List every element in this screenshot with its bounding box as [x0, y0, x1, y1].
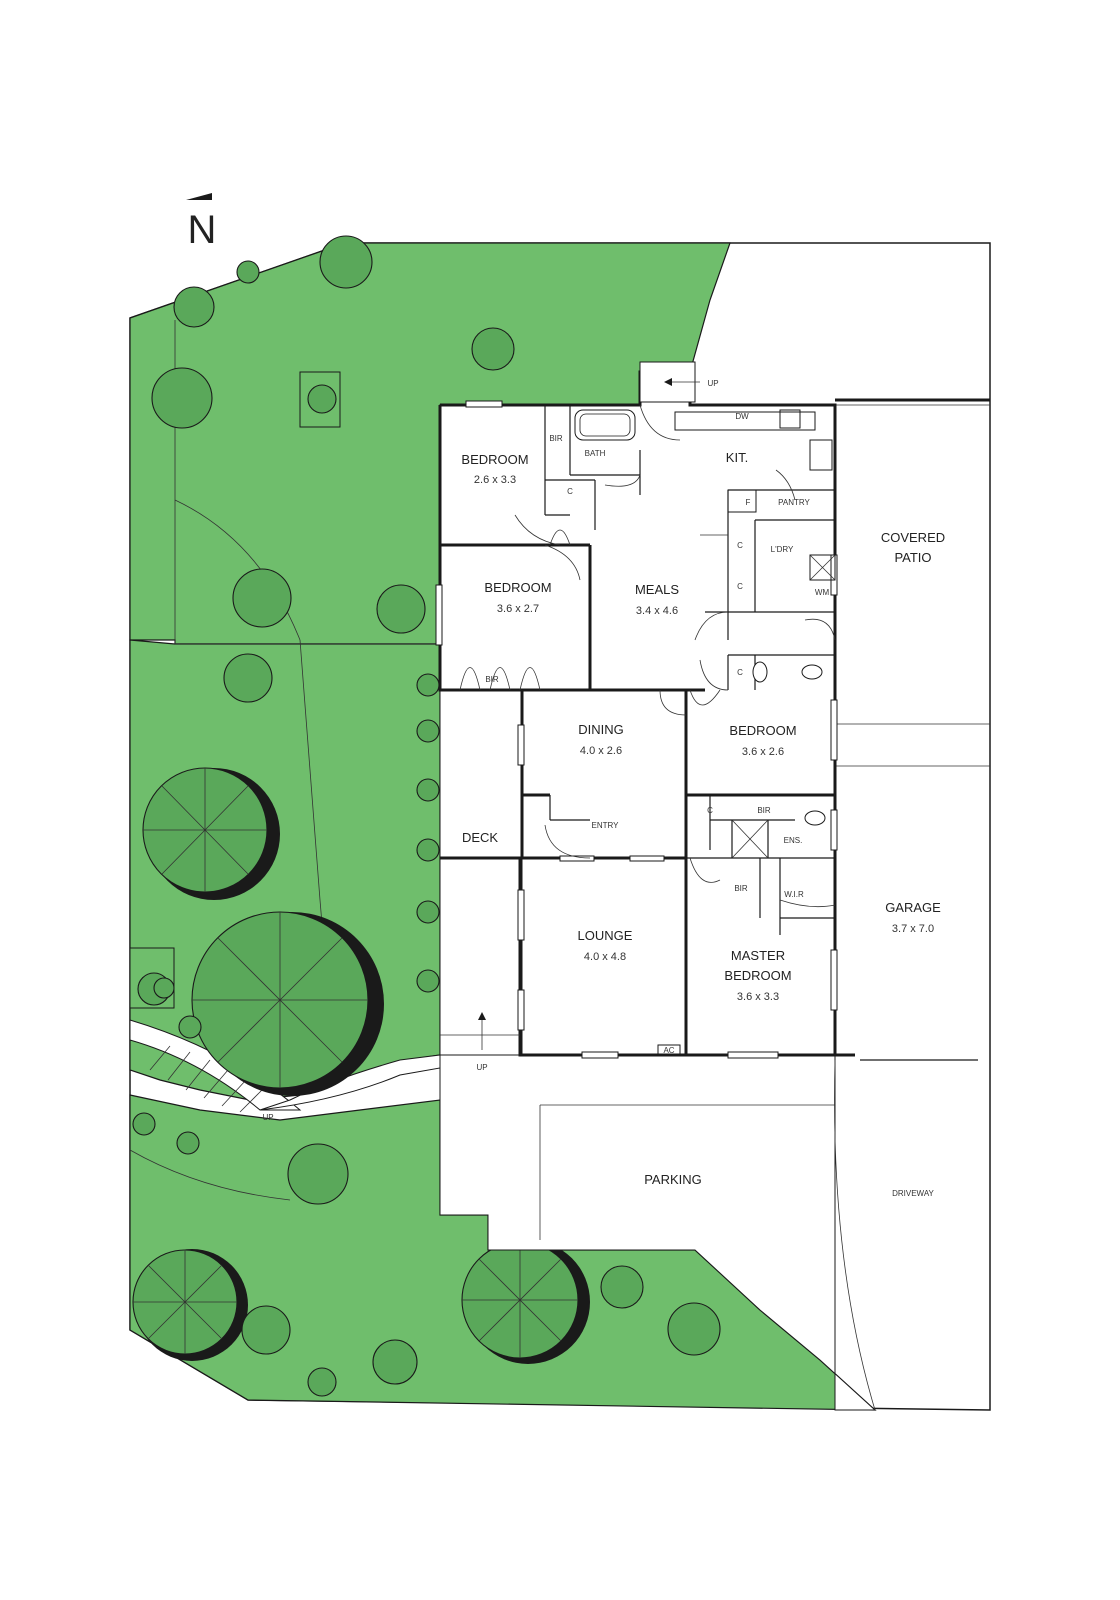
bir-label: BIR — [549, 434, 563, 443]
fence-line — [174, 320, 440, 645]
parking-label: PARKING — [644, 1172, 702, 1187]
garage-dim: 3.7 x 7.0 — [892, 923, 934, 935]
hedge-icon — [416, 673, 440, 697]
deck-label: DECK — [462, 830, 498, 845]
garden-path-3 — [129, 1149, 291, 1201]
trees — [132, 235, 721, 1397]
bush-icon — [176, 1131, 200, 1155]
large-tree-icon — [191, 911, 384, 1096]
large-tree-icon — [132, 1249, 248, 1361]
master-label-2: BEDROOM — [724, 968, 791, 983]
driveway-label: DRIVEWAY — [892, 1189, 934, 1198]
closet-label-4: C — [737, 668, 743, 677]
master-dim: 3.6 x 3.3 — [737, 991, 779, 1003]
bush-icon — [471, 327, 515, 371]
bush-icon — [307, 1367, 337, 1397]
ac-label: AC — [663, 1046, 674, 1055]
bedroom-e-dim: 3.6 x 2.6 — [742, 746, 784, 758]
north-arrow: N — [186, 193, 216, 252]
hedge-icon — [416, 900, 440, 924]
large-tree-icon — [461, 1240, 590, 1364]
bedroom-w-label: BEDROOM — [484, 580, 551, 595]
bush-icon — [236, 260, 260, 284]
bath-label: BATH — [585, 449, 606, 458]
pantry-label: PANTRY — [778, 498, 810, 507]
bush-icon — [287, 1143, 349, 1205]
meals-dim: 3.4 x 4.6 — [636, 605, 678, 617]
hedge-icon — [416, 778, 440, 802]
driveway-edge — [834, 1059, 876, 1411]
bush-icon — [241, 1305, 291, 1355]
dishwasher-label: DW — [735, 412, 749, 421]
closet-label: C — [567, 487, 573, 496]
hedge-icon — [416, 969, 440, 993]
bedroom-w-dim: 3.6 x 2.7 — [497, 603, 539, 615]
bush-icon — [151, 367, 213, 429]
deck-area — [439, 689, 523, 1056]
dining-label: DINING — [578, 722, 624, 737]
bedroom-nw-label: BEDROOM — [461, 452, 528, 467]
bush-icon — [223, 653, 273, 703]
bush-icon — [232, 568, 292, 628]
large-tree-icon — [142, 767, 280, 900]
meals-label: MEALS — [635, 582, 679, 597]
wir-label: W.I.R — [784, 890, 804, 899]
bush-icon — [132, 1112, 156, 1136]
bush-icon — [667, 1302, 721, 1356]
house — [435, 361, 990, 1061]
hedge-icon — [416, 838, 440, 862]
patio-label-1: COVERED — [881, 530, 945, 545]
lounge-dim: 4.0 x 4.8 — [584, 951, 626, 963]
up-label-1: UP — [707, 379, 718, 388]
bir-label-4: BIR — [734, 884, 748, 893]
bir-label-3: BIR — [757, 806, 771, 815]
bush-icon — [319, 235, 373, 289]
closet-label-5: C — [707, 806, 713, 815]
entry-label: ENTRY — [592, 821, 620, 830]
bush-icon — [173, 286, 215, 328]
closet-label-2: C — [737, 541, 743, 550]
bush-icon — [600, 1265, 644, 1309]
wm-label: WM — [815, 588, 830, 597]
hedge-icon — [153, 977, 175, 999]
ensuite-label: ENS. — [784, 836, 803, 845]
lounge-label: LOUNGE — [578, 928, 633, 943]
fridge-label: F — [746, 498, 751, 507]
up-label-2: UP — [476, 1063, 487, 1072]
bir-label-2: BIR — [485, 675, 499, 684]
bush-icon — [372, 1339, 418, 1385]
dining-dim: 4.0 x 2.6 — [580, 745, 622, 757]
kitchen-label: KIT. — [726, 450, 748, 465]
patio-label-2: PATIO — [894, 550, 931, 565]
paving — [439, 404, 990, 1411]
laundry-label: L'DRY — [771, 545, 794, 554]
bush-icon — [178, 1015, 202, 1039]
north-label: N — [188, 208, 217, 252]
garden-path — [174, 499, 301, 641]
closet-label-3: C — [737, 582, 743, 591]
garage-label: GARAGE — [885, 900, 941, 915]
bedroom-nw-dim: 2.6 x 3.3 — [474, 474, 516, 486]
hedge-icon — [416, 719, 440, 743]
parking-area — [439, 1054, 877, 1411]
bush-icon — [307, 384, 337, 414]
bush-icon — [376, 584, 426, 634]
bedroom-e-label: BEDROOM — [729, 723, 796, 738]
room-labels: BEDROOM 2.6 x 3.3 BEDROOM 3.6 x 2.7 MEAL… — [461, 450, 945, 1198]
north-arrow-icon — [186, 193, 212, 200]
master-label-1: MASTER — [731, 948, 785, 963]
small-labels: BIR BATH C BIR DW F PANTRY C L'DRY C WM … — [262, 379, 829, 1122]
up-label-3: UP — [262, 1113, 273, 1122]
